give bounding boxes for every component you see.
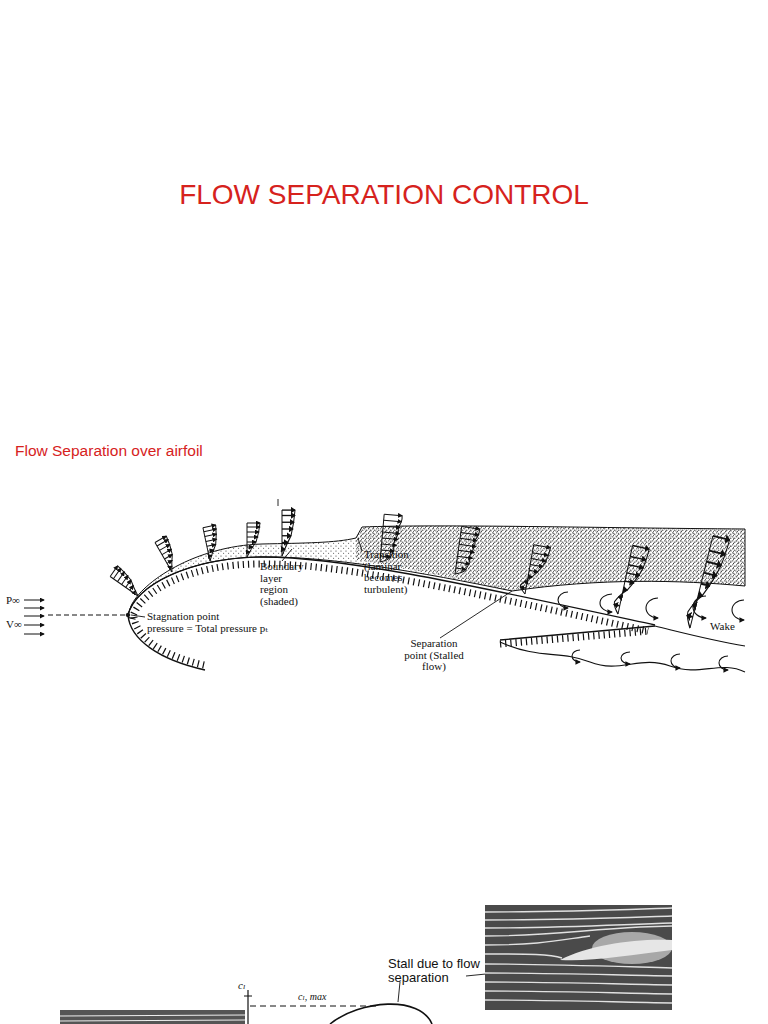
velocity-symbol: V∞ [6,619,26,631]
boundary-layer-label: Boundary layer region (shaded) [260,561,310,607]
slide-title: FLOW SEPARATION CONTROL [0,180,768,209]
reverse-flow-eddies [500,592,745,672]
stall-photo [485,905,672,1010]
transition-label: Transition (laminar becomes turbulent) [364,549,428,595]
leader-lines [131,499,512,638]
stall-callout: Stall due to flow separation [388,957,484,984]
pressure-symbol: P∞ [6,595,26,607]
stagnation-label: pressure = Total pressure pₜ [147,623,347,635]
stagnation-label: Stagnation point [147,611,347,623]
freestream-arrows [24,600,130,634]
separation-label: Separation point (Stalled flow) [398,638,470,673]
boundary-layer-region [128,526,745,615]
lift-curve-fragment [244,974,486,1024]
axis-label: cₗ [238,980,258,992]
wake-label: Wake [710,621,750,633]
velocity-profiles [110,510,729,632]
section-heading: Flow Separation over airfoil [15,443,335,459]
cl-max-label: cₗ, max [298,992,358,1003]
smoke-photo [60,1010,245,1024]
